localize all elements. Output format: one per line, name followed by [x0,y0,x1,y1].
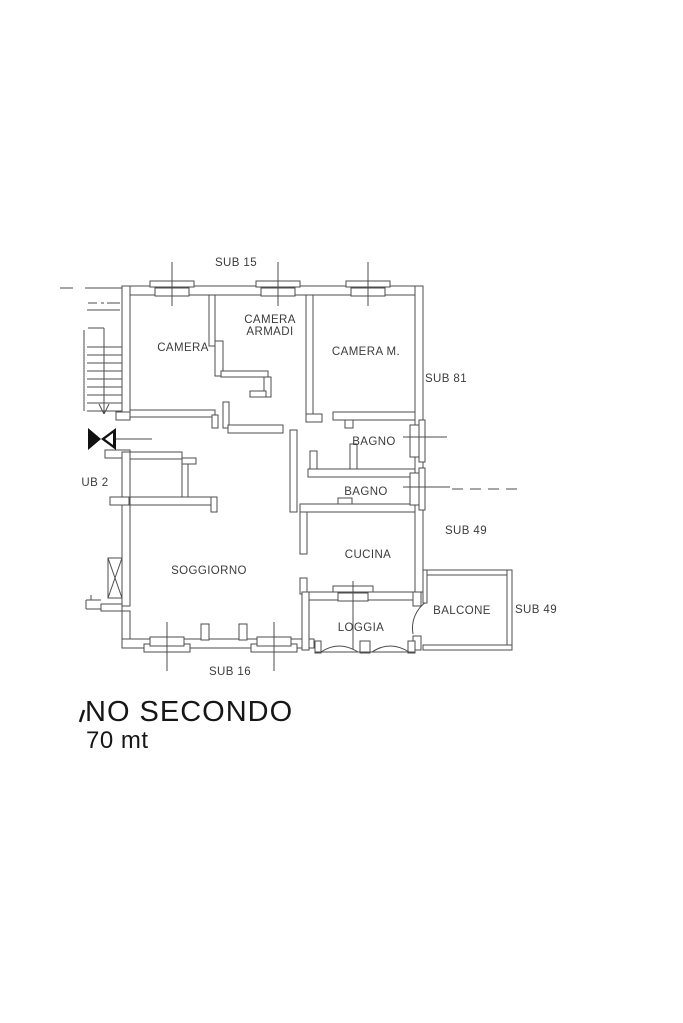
sub-label-2: UB 2 [81,477,109,489]
window-symbol [332,581,374,649]
room-label-camera: CAMERA [157,342,209,354]
room-label-loggia: LOGGIA [337,622,385,634]
balcone-walls [422,569,513,651]
window-symbol [345,262,391,306]
door-swing-arc [411,601,427,635]
title-partial-letter [78,709,86,723]
entrance-arrow-icon [88,428,101,450]
window-symbol [149,262,195,306]
plan-subtitle: 70 mt [86,727,149,754]
room-label-bagno-2: BAGNO [344,486,388,498]
staircase [60,287,122,415]
window-symbol [403,419,447,463]
room-label-camera-armadi: CAMERA ARMADI [244,314,296,338]
window-symbol [403,467,450,511]
room-label-camera-m: CAMERA M. [331,346,401,358]
window-symbol [143,622,191,671]
sub-label-16: SUB 16 [208,666,252,678]
stair-direction-arrow-icon [98,347,110,415]
room-label-bagno-1: BAGNO [352,436,396,448]
interior-walls [129,294,416,641]
sub-label-15: SUB 15 [214,257,258,269]
window-symbol [250,622,298,671]
room-label-cucina: CUCINA [344,549,392,561]
window-symbol [255,262,301,306]
windows [143,262,450,671]
plan-title: NO SECONDO [85,696,294,728]
flue-hatch [85,557,123,610]
entrance-door-arrow [88,428,152,450]
sub-label-81: SUB 81 [424,373,468,385]
sub-label-49-middle: SUB 49 [444,525,488,537]
sub-label-49-right: SUB 49 [514,604,558,616]
room-label-balcone: BALCONE [433,605,491,617]
room-label-soggiorno: SOGGIORNO [171,565,247,577]
loggia-railing-arcs [315,645,415,653]
